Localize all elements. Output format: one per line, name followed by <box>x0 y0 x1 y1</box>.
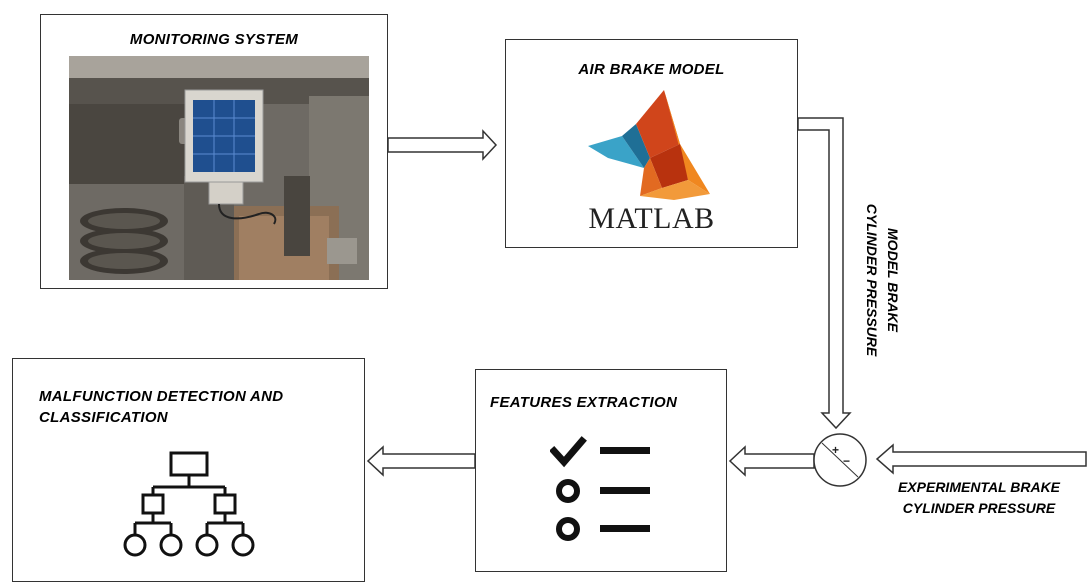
features-extraction-title: FEATURES EXTRACTION <box>490 394 678 411</box>
comparator-divider <box>821 442 859 478</box>
arrow-airbrake-to-comparator <box>797 117 852 430</box>
arrow-monitoring-to-airbrake <box>387 129 498 161</box>
experimental-label-line2: CYLINDER PRESSURE <box>902 500 1056 516</box>
model-brake-label-line1: MODEL BRAKE <box>885 228 901 332</box>
train-bogie-sensor-photo <box>69 56 369 280</box>
checklist-icon <box>550 436 650 541</box>
malfunction-detection-box: MALFUNCTION DETECTION AND CLASSIFICATION <box>12 358 365 582</box>
comparator-minus: − <box>843 454 851 468</box>
arrow-features-to-malfunction <box>366 445 476 477</box>
air-brake-model-title: AIR BRAKE MODEL <box>578 61 725 78</box>
matlab-logo <box>588 90 710 200</box>
comparator-plus: + <box>832 443 840 457</box>
air-brake-model-box: AIR BRAKE MODEL MATLAB <box>505 39 798 248</box>
matlab-wordmark: MATLAB <box>588 202 715 235</box>
comparator-circle <box>813 433 867 487</box>
malfunction-detection-title: MALFUNCTION DETECTION AND CLASSIFICATION <box>39 388 284 426</box>
experimental-brake-pressure-label: EXPERIMENTAL BRAKE CYLINDER PRESSURE <box>868 477 1089 519</box>
monitoring-system-box: MONITORING SYSTEM <box>40 14 388 289</box>
arrow-experimental-to-comparator <box>875 443 1087 475</box>
features-extraction-box: FEATURES EXTRACTION <box>475 369 727 572</box>
monitoring-system-title: MONITORING SYSTEM <box>129 31 299 48</box>
experimental-label-line1: EXPERIMENTAL BRAKE <box>897 479 1061 495</box>
hierarchy-tree-icon <box>123 451 255 557</box>
model-brake-pressure-label: MODEL BRAKE CYLINDER PRESSURE <box>857 195 903 365</box>
arrow-comparator-to-features <box>728 445 815 477</box>
model-brake-label-line2: CYLINDER PRESSURE <box>864 203 880 357</box>
